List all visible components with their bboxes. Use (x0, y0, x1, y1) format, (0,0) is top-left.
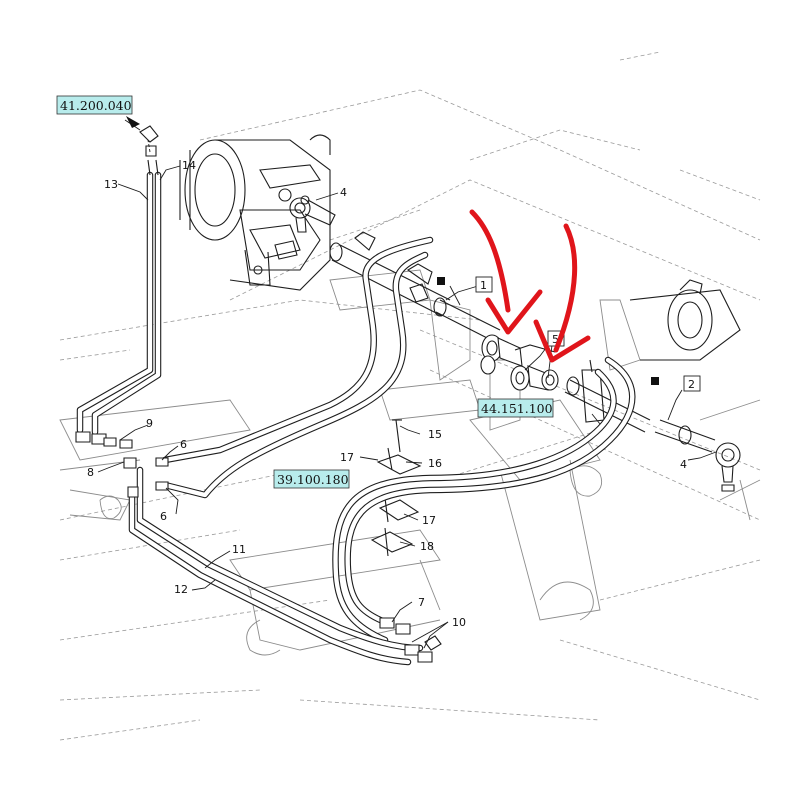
callout-box-1: 1 (475, 276, 493, 293)
callout-18: 18 (420, 540, 434, 553)
callout-8: 8 (87, 466, 94, 479)
callout-4-top: 4 (340, 186, 347, 199)
callout-4-right: 4 (680, 458, 687, 471)
fitting-top-elbow (139, 125, 159, 176)
reference-39-100-180[interactable]: 39.100.180 (273, 469, 350, 489)
reference-label: 41.200.040 (60, 98, 132, 113)
callout-15: 15 (428, 428, 442, 441)
axle-housing-outline (59, 51, 761, 741)
callout-10: 10 (452, 616, 466, 629)
callout-11: 11 (232, 543, 246, 556)
marker-square-2 (651, 377, 659, 385)
hydraulic-tubes (76, 171, 636, 666)
bolt-15 (392, 419, 402, 453)
reference-44-151-100[interactable]: 44.151.100 (477, 398, 554, 418)
reference-label: 39.100.180 (277, 472, 349, 487)
callout-number: 2 (688, 378, 695, 391)
steering-cylinder-left (329, 231, 501, 343)
marker-square-1 (437, 277, 445, 285)
highlight-arrow-left-icon (469, 209, 543, 335)
reference-label: 44.151.100 (481, 401, 553, 416)
callout-14: 14 (182, 159, 196, 172)
valve-block (480, 334, 559, 391)
callout-6-b: 6 (160, 510, 167, 523)
tie-rod-end-right (654, 419, 741, 492)
callout-17-a: 17 (340, 451, 354, 464)
callout-9: 9 (146, 417, 153, 430)
callout-box-2: 2 (683, 375, 701, 392)
right-hub (564, 279, 741, 433)
callout-13: 13 (104, 178, 118, 191)
clamp-bracket-17 (378, 497, 420, 523)
fittings-left (75, 431, 169, 498)
fittings-bottom (379, 617, 442, 663)
callout-numbers: 13 14 4 4 9 6 6 8 11 12 7 10 15 16 17 17… (87, 159, 687, 629)
differential-housing (179, 134, 331, 291)
callout-7: 7 (418, 596, 425, 609)
callout-12: 12 (174, 583, 188, 596)
clamp-bracket-16 (376, 447, 422, 475)
callout-16: 16 (428, 457, 442, 470)
reference-arrow-icon (126, 116, 140, 128)
callout-number: 1 (480, 279, 487, 292)
tie-rod-end-left (289, 197, 336, 233)
clamp-plate-18 (370, 527, 414, 557)
reference-41-200-040[interactable]: 41.200.040 (56, 95, 133, 115)
highlight-arrow-right-icon (533, 223, 591, 363)
callout-number: 5 (552, 333, 559, 346)
callout-17-b: 17 (422, 514, 436, 527)
callout-6-a: 6 (180, 438, 187, 451)
